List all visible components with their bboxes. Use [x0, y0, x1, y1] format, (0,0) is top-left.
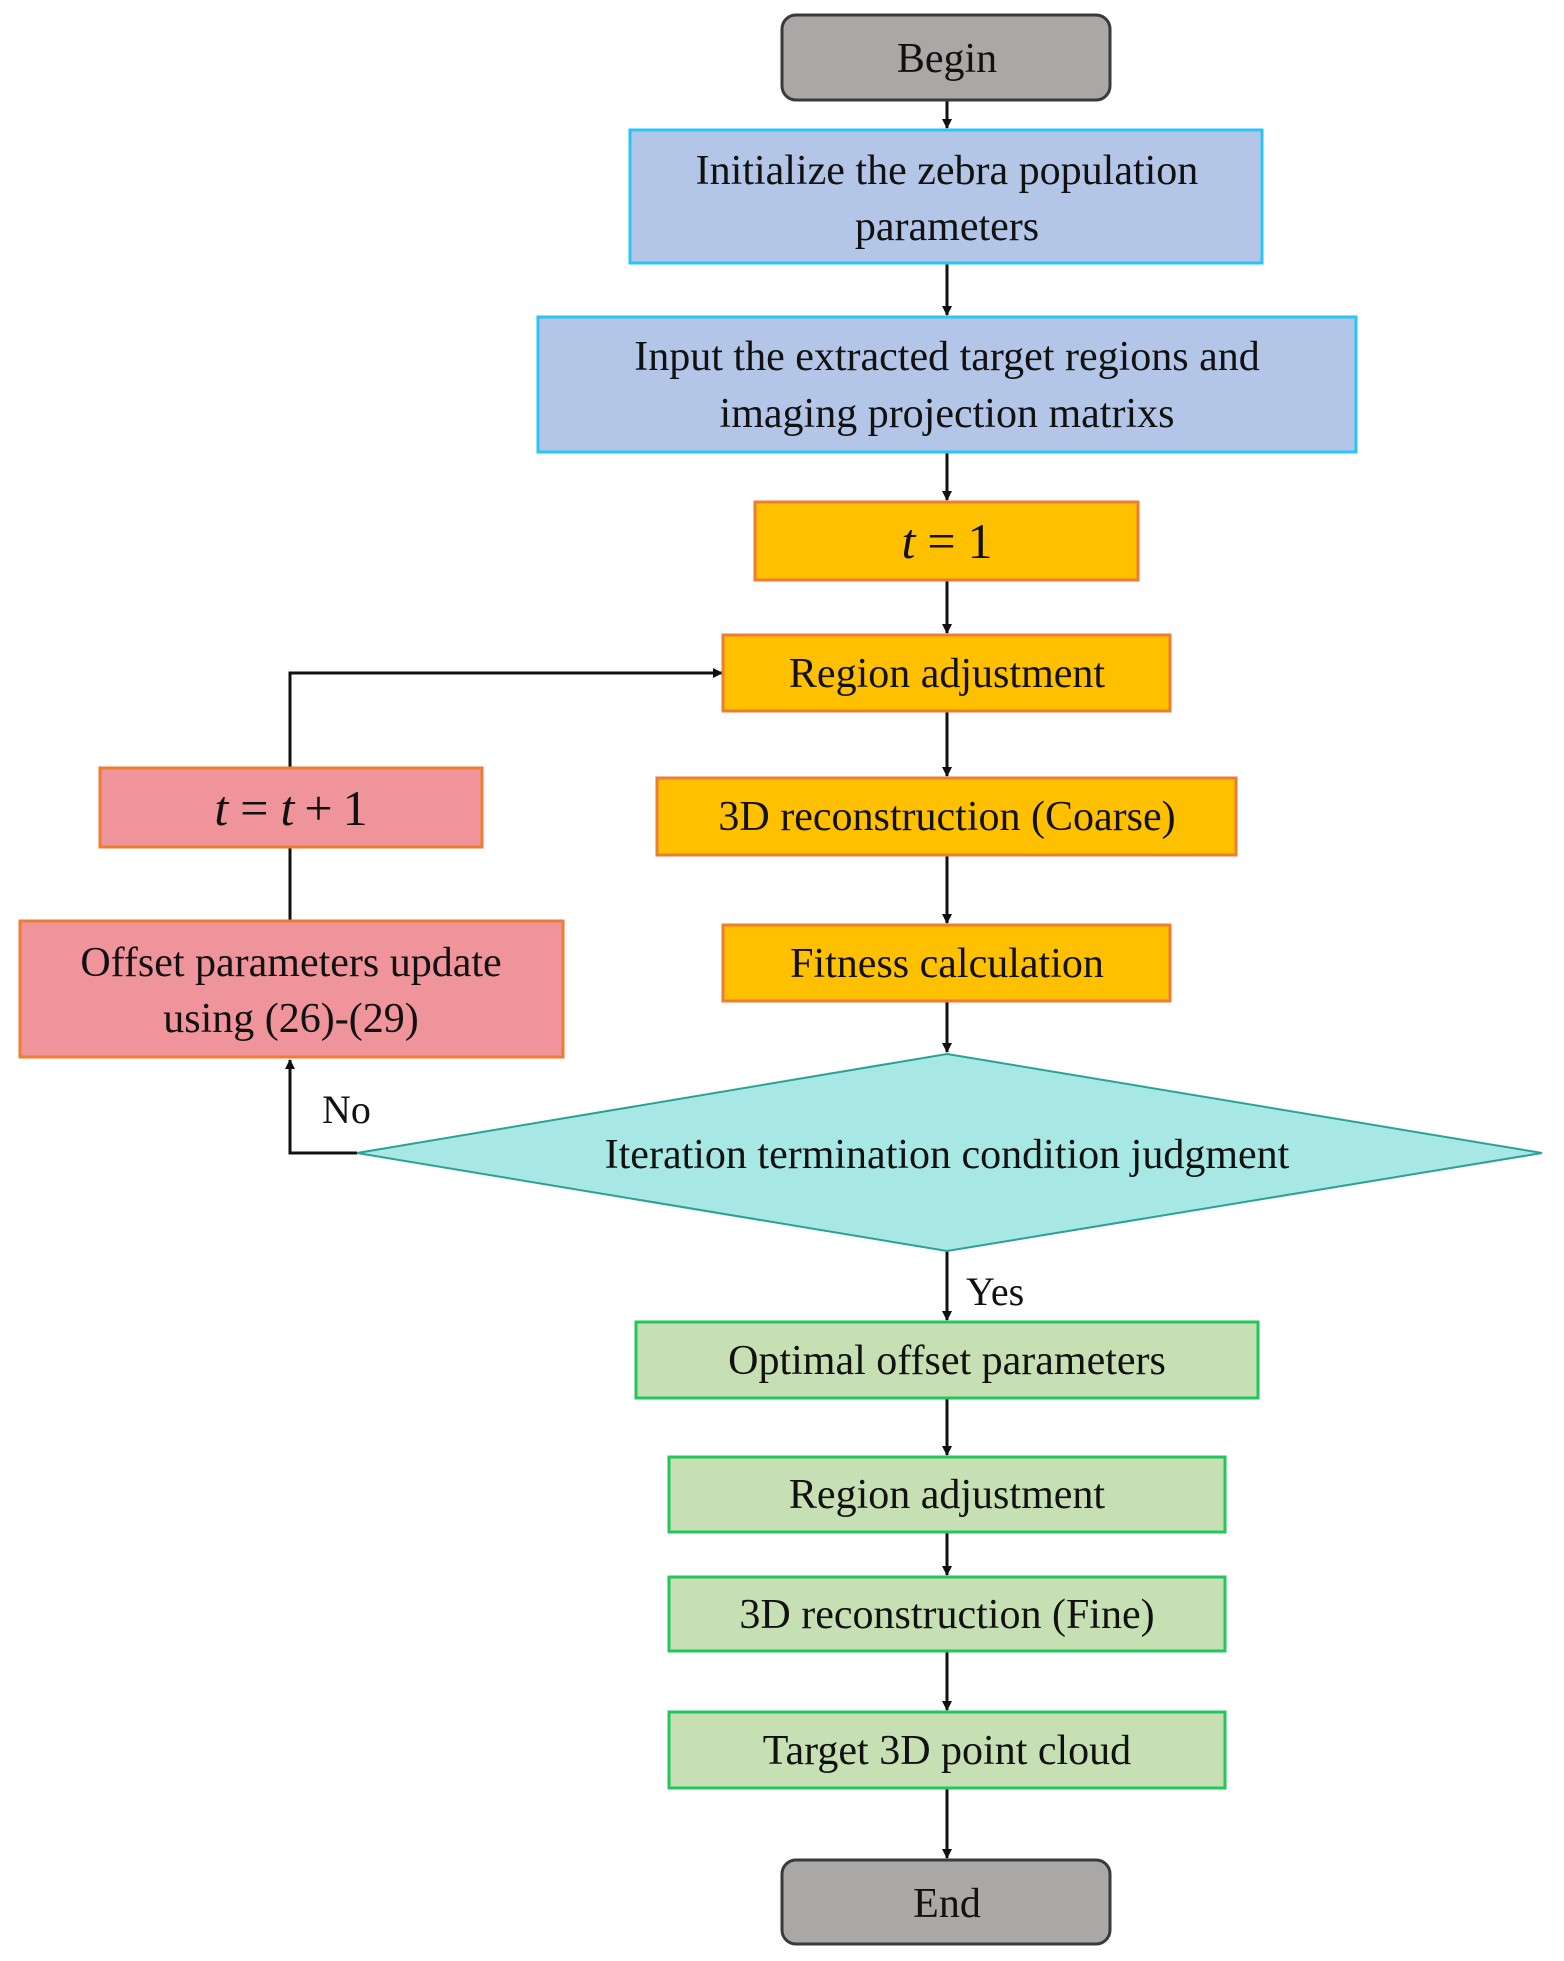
region-adjust-coarse-box	[721, 633, 1172, 713]
recon-coarse-node: 3D reconstruction (Coarse)	[655, 776, 1238, 857]
offset-update-box	[18, 919, 565, 1059]
begin-node: Begin	[780, 13, 1112, 102]
begin-terminal	[780, 13, 1112, 102]
fitness-box	[721, 923, 1172, 1003]
region-adjust-fine-box	[667, 1455, 1227, 1534]
offset-update-line1: Offset parameters update	[80, 940, 501, 986]
t-init-var: t	[901, 513, 916, 569]
offset-update-node: Offset parameters update using (26)-(29)	[18, 919, 565, 1059]
recon-fine-node: 3D reconstruction (Fine)	[667, 1575, 1227, 1653]
t-init-num: 1	[968, 513, 993, 569]
init-node: Initialize the zebra population paramete…	[628, 128, 1264, 265]
yes-branch-label: Yes	[966, 1269, 1024, 1314]
t-increment-box	[98, 766, 484, 849]
region-adjust-coarse-node: Region adjustment	[721, 633, 1172, 713]
input-node: Input the extracted target regions and i…	[536, 315, 1358, 454]
fitness-label: Fitness calculation	[790, 941, 1104, 987]
point-cloud-node: Target 3D point cloud	[667, 1710, 1227, 1790]
t-init-node: t=1	[753, 500, 1140, 582]
fitness-node: Fitness calculation	[721, 923, 1172, 1003]
connectors	[285, 100, 952, 1859]
termination-decision	[356, 1052, 1543, 1253]
begin-label: Begin	[897, 36, 997, 82]
region-adjust-fine-node: Region adjustment	[667, 1455, 1227, 1534]
termination-label: Iteration termination condition judgment	[605, 1132, 1290, 1178]
region-adjust-fine-label: Region adjustment	[789, 1472, 1105, 1518]
end-terminal	[780, 1858, 1112, 1946]
arrow-increment-to-region	[288, 668, 723, 768]
recon-coarse-label: 3D reconstruction (Coarse)	[718, 794, 1175, 840]
recon-coarse-box	[655, 776, 1238, 857]
optimal-offset-box	[634, 1320, 1260, 1400]
init-label-line2: parameters	[855, 204, 1039, 250]
t-increment-plus: +	[304, 780, 332, 836]
t-increment-var2: t	[281, 780, 296, 836]
t-init-equation: t=1	[901, 513, 992, 569]
end-label: End	[913, 1881, 981, 1927]
end-node: End	[780, 1858, 1112, 1946]
input-label-line2: imaging projection matrixs	[720, 391, 1175, 437]
t-increment-var1: t	[214, 780, 229, 836]
t-increment-node: t=t+1	[98, 766, 484, 849]
t-increment-num: 1	[343, 780, 368, 836]
t-init-eq: =	[927, 513, 955, 569]
input-label-line1: Input the extracted target regions and	[634, 334, 1260, 380]
decision-node: Iteration termination condition judgment	[356, 1052, 1543, 1253]
recon-fine-label: 3D reconstruction (Fine)	[739, 1592, 1154, 1638]
init-box	[628, 128, 1264, 265]
offset-update-line2: using (26)-(29)	[163, 996, 418, 1042]
point-cloud-label: Target 3D point cloud	[763, 1728, 1131, 1774]
recon-fine-box	[667, 1575, 1227, 1653]
optimal-offset-node: Optimal offset parameters	[634, 1320, 1260, 1400]
arrow-decision-no-to-update	[285, 1059, 357, 1155]
init-label-line1: Initialize the zebra population	[696, 148, 1199, 194]
input-box	[536, 315, 1358, 454]
optimal-offset-label: Optimal offset parameters	[728, 1338, 1166, 1384]
point-cloud-box	[667, 1710, 1227, 1790]
region-adjust-coarse-label: Region adjustment	[789, 651, 1105, 697]
t-increment-eq: =	[240, 780, 268, 836]
no-branch-label: No	[322, 1087, 371, 1132]
t-increment-equation: t=t+1	[214, 780, 367, 836]
t-init-box	[753, 500, 1140, 582]
